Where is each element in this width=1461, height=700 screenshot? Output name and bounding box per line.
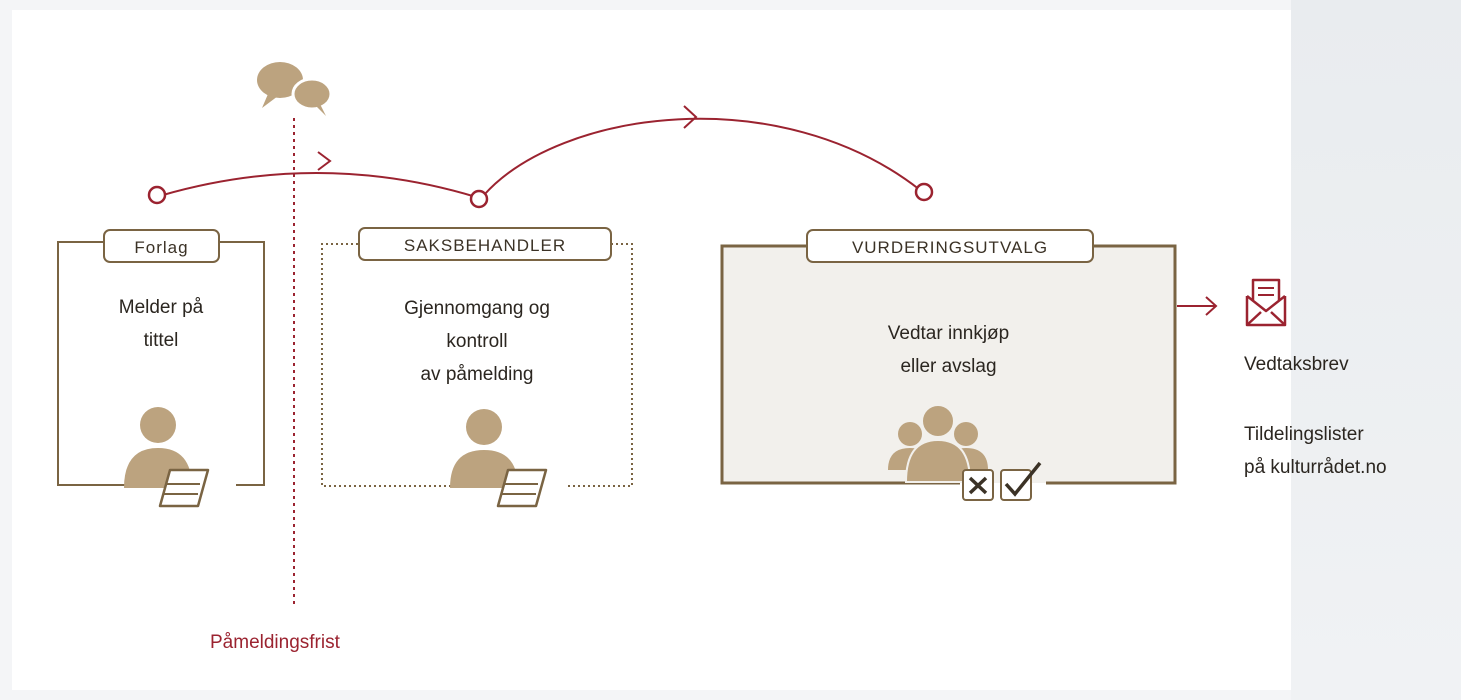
book-icon xyxy=(496,468,548,508)
vurderingsutvalg-box-border xyxy=(720,244,1177,485)
text-line: av påmelding xyxy=(420,364,534,385)
text-line: Vedtar innkjøp xyxy=(887,323,1010,344)
output-lists: Tildelingslister på kulturrådet.no xyxy=(1244,418,1387,484)
flow-arrowhead-1 xyxy=(317,151,332,171)
background-shape xyxy=(1291,0,1461,700)
stage-label-forlag: Forlag xyxy=(103,229,220,263)
group-icon xyxy=(888,404,988,483)
text-line: Melder på xyxy=(118,297,204,318)
x-box-icon xyxy=(962,469,994,501)
text-line: tittel xyxy=(143,330,179,351)
text-line: på kulturrådet.no xyxy=(1244,457,1387,478)
flow-arc-1 xyxy=(162,172,477,198)
forlag-description: Melder på tittel xyxy=(58,291,264,357)
saksbehandler-box-border xyxy=(321,243,633,487)
output-letter: Vedtaksbrev xyxy=(1244,354,1349,375)
deadline-label: Påmeldingsfrist xyxy=(210,632,340,653)
saksbehandler-description: Gjennomgang og kontroll av påmelding xyxy=(322,292,632,391)
stage-label-saksbehandler: SAKSBEHANDLER xyxy=(358,227,612,261)
output-arrow xyxy=(1177,296,1218,316)
flow-arc-2 xyxy=(483,117,921,196)
vurderingsutvalg-description: Vedtar innkjøp eller avslag xyxy=(722,317,1175,383)
flow-node-1 xyxy=(147,185,167,205)
envelope-letter-icon xyxy=(1245,278,1287,327)
vurderingsutvalg-box-fill xyxy=(722,246,1175,483)
check-box-icon xyxy=(1000,461,1042,501)
flow-arrowhead-2 xyxy=(683,105,698,129)
person-icon xyxy=(450,409,518,488)
text-line: kontroll xyxy=(446,331,508,352)
text-line: eller avslag xyxy=(900,356,997,377)
book-icon xyxy=(158,468,210,508)
flow-node-3 xyxy=(914,182,934,202)
speech-bubbles-icon xyxy=(257,62,333,116)
text-line: Gjennomgang og xyxy=(404,298,550,319)
flow-node-2 xyxy=(469,189,489,209)
text-line: Tildelingslister xyxy=(1244,424,1364,445)
stage-label-vurderingsutvalg: VURDERINGSUTVALG xyxy=(806,229,1094,263)
forlag-box-border xyxy=(57,241,265,486)
